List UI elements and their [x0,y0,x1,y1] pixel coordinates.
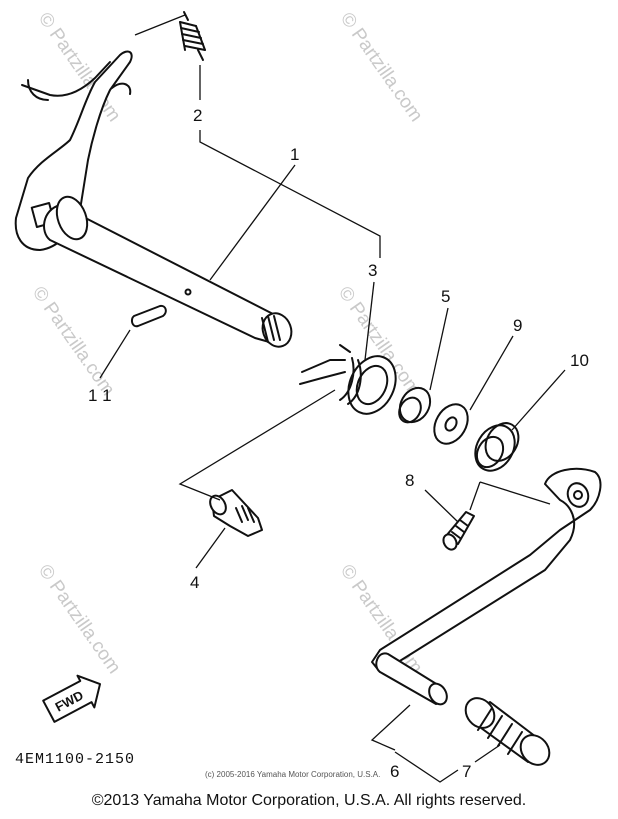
oil-seal-part-10[interactable] [467,417,525,478]
shift-pedal-part-6[interactable] [371,467,602,708]
callout-10[interactable]: 10 [570,351,589,370]
callout-2[interactable]: 2 [193,106,202,125]
callout-6[interactable]: 6 [390,762,399,781]
dowel-pin-part-11[interactable] [130,304,167,328]
torsion-spring-part-3[interactable] [299,344,405,421]
leader-lines [99,14,566,783]
callout-4[interactable]: 4 [190,573,199,592]
shift-shaft-part-1[interactable] [14,50,296,350]
copyright-footer: ©2013 Yamaha Motor Corporation, U.S.A. A… [91,792,527,809]
callout-9[interactable]: 9 [513,316,522,335]
callout-1[interactable]: 1 [290,145,299,164]
collar-part-5[interactable] [394,382,436,427]
diagram-code: 4EM1100-2150 [15,751,135,768]
pedal-rubber-part-7[interactable] [460,692,555,770]
callouts: 1 2 3 4 5 6 7 8 9 10 1 1 [88,106,589,781]
washer-part-9[interactable] [428,398,475,449]
callout-3[interactable]: 3 [368,261,377,280]
callout-8[interactable]: 8 [405,471,414,490]
watermark-top-right: © Partzilla.com [336,9,427,126]
small-copyright: (c) 2005-2016 Yamaha Motor Corporation, … [205,770,380,779]
callout-7[interactable]: 7 [462,762,471,781]
bolt-part-8[interactable] [441,511,475,552]
callout-11[interactable]: 1 1 [88,386,112,405]
fwd-arrow: FWD [42,674,102,723]
watermark-bottom-left: © Partzilla.com [34,561,125,678]
return-spring-part-2[interactable] [179,11,206,61]
watermark-mid-left: © Partzilla.com [28,283,119,400]
pivot-bolt-part-4[interactable] [207,489,263,537]
callout-5[interactable]: 5 [441,287,450,306]
